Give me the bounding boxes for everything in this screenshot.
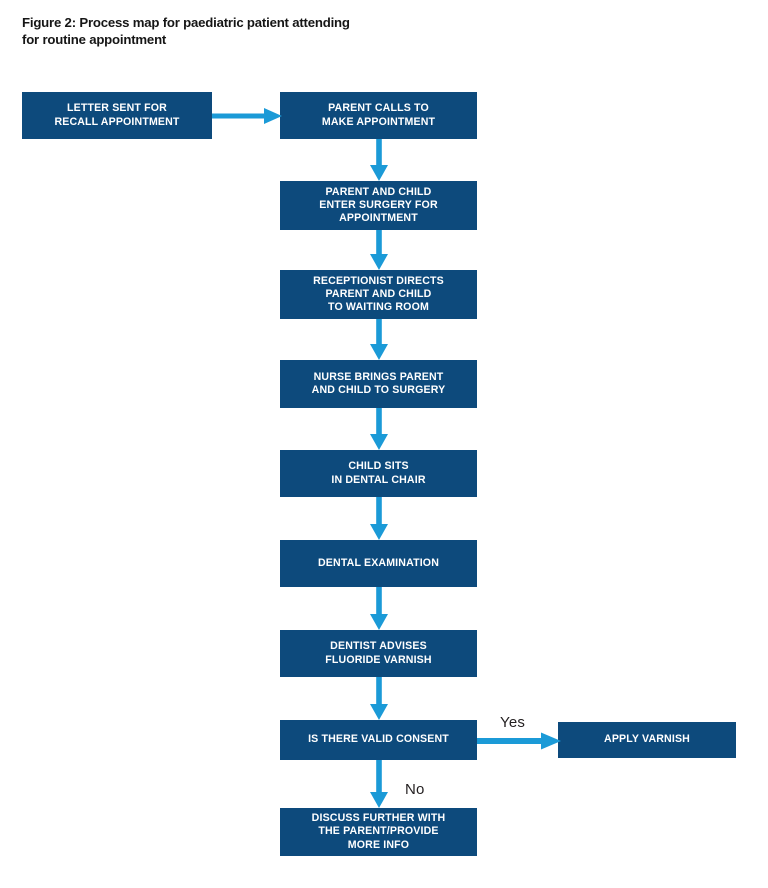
node-letter-sent-label: LETTER SENT FOR RECALL APPOINTMENT bbox=[54, 102, 180, 128]
node-receptionist-directs: RECEPTIONIST DIRECTS PARENT AND CHILD TO… bbox=[280, 270, 477, 319]
node-discuss-further-label: DISCUSS FURTHER WITH THE PARENT/PROVIDE … bbox=[311, 812, 446, 851]
node-enter-surgery: PARENT AND CHILD ENTER SURGERY FOR APPOI… bbox=[280, 181, 477, 230]
node-apply-varnish: APPLY VARNISH bbox=[558, 722, 736, 758]
arrow-child-sits-to-dental-examination bbox=[368, 497, 390, 542]
arrow-dental-examination-to-dentist-advises bbox=[368, 587, 390, 632]
branch-label-yes: Yes bbox=[500, 714, 526, 731]
arrow-enter-surgery-to-receptionist bbox=[368, 230, 390, 272]
node-discuss-further: DISCUSS FURTHER WITH THE PARENT/PROVIDE … bbox=[280, 808, 477, 856]
node-receptionist-directs-label: RECEPTIONIST DIRECTS PARENT AND CHILD TO… bbox=[313, 274, 444, 314]
node-parent-calls: PARENT CALLS TO MAKE APPOINTMENT bbox=[280, 92, 477, 139]
node-dentist-advises: DENTIST ADVISES FLUORIDE VARNISH bbox=[280, 630, 477, 677]
arrow-parent-calls-to-enter-surgery bbox=[368, 139, 390, 183]
arrow-dentist-advises-to-valid-consent bbox=[368, 677, 390, 722]
node-parent-calls-label: PARENT CALLS TO MAKE APPOINTMENT bbox=[321, 102, 436, 128]
figure-title: Figure 2: Process map for paediatric pat… bbox=[22, 15, 350, 47]
arrow-valid-consent-to-apply-varnish bbox=[477, 731, 561, 751]
node-nurse-brings-label: NURSE BRINGS PARENT AND CHILD TO SURGERY bbox=[311, 370, 446, 396]
node-dental-examination: DENTAL EXAMINATION bbox=[280, 540, 477, 587]
node-valid-consent: IS THERE VALID CONSENT bbox=[280, 720, 477, 760]
node-dentist-advises-label: DENTIST ADVISES FLUORIDE VARNISH bbox=[325, 640, 432, 666]
arrow-receptionist-to-nurse-brings bbox=[368, 319, 390, 362]
node-letter-sent: LETTER SENT FOR RECALL APPOINTMENT bbox=[22, 92, 212, 139]
node-apply-varnish-label: APPLY VARNISH bbox=[604, 733, 690, 746]
node-nurse-brings: NURSE BRINGS PARENT AND CHILD TO SURGERY bbox=[280, 360, 477, 408]
node-child-sits: CHILD SITS IN DENTAL CHAIR bbox=[280, 450, 477, 497]
node-child-sits-label: CHILD SITS IN DENTAL CHAIR bbox=[331, 460, 426, 486]
branch-label-no: No bbox=[405, 781, 425, 798]
node-valid-consent-label: IS THERE VALID CONSENT bbox=[308, 733, 449, 746]
arrow-nurse-brings-to-child-sits bbox=[368, 408, 390, 452]
node-enter-surgery-label: PARENT AND CHILD ENTER SURGERY FOR APPOI… bbox=[319, 185, 438, 225]
node-dental-examination-label: DENTAL EXAMINATION bbox=[318, 556, 439, 569]
arrow-valid-consent-to-discuss-further bbox=[368, 760, 390, 810]
arrow-letter-sent-to-parent-calls bbox=[212, 106, 282, 126]
